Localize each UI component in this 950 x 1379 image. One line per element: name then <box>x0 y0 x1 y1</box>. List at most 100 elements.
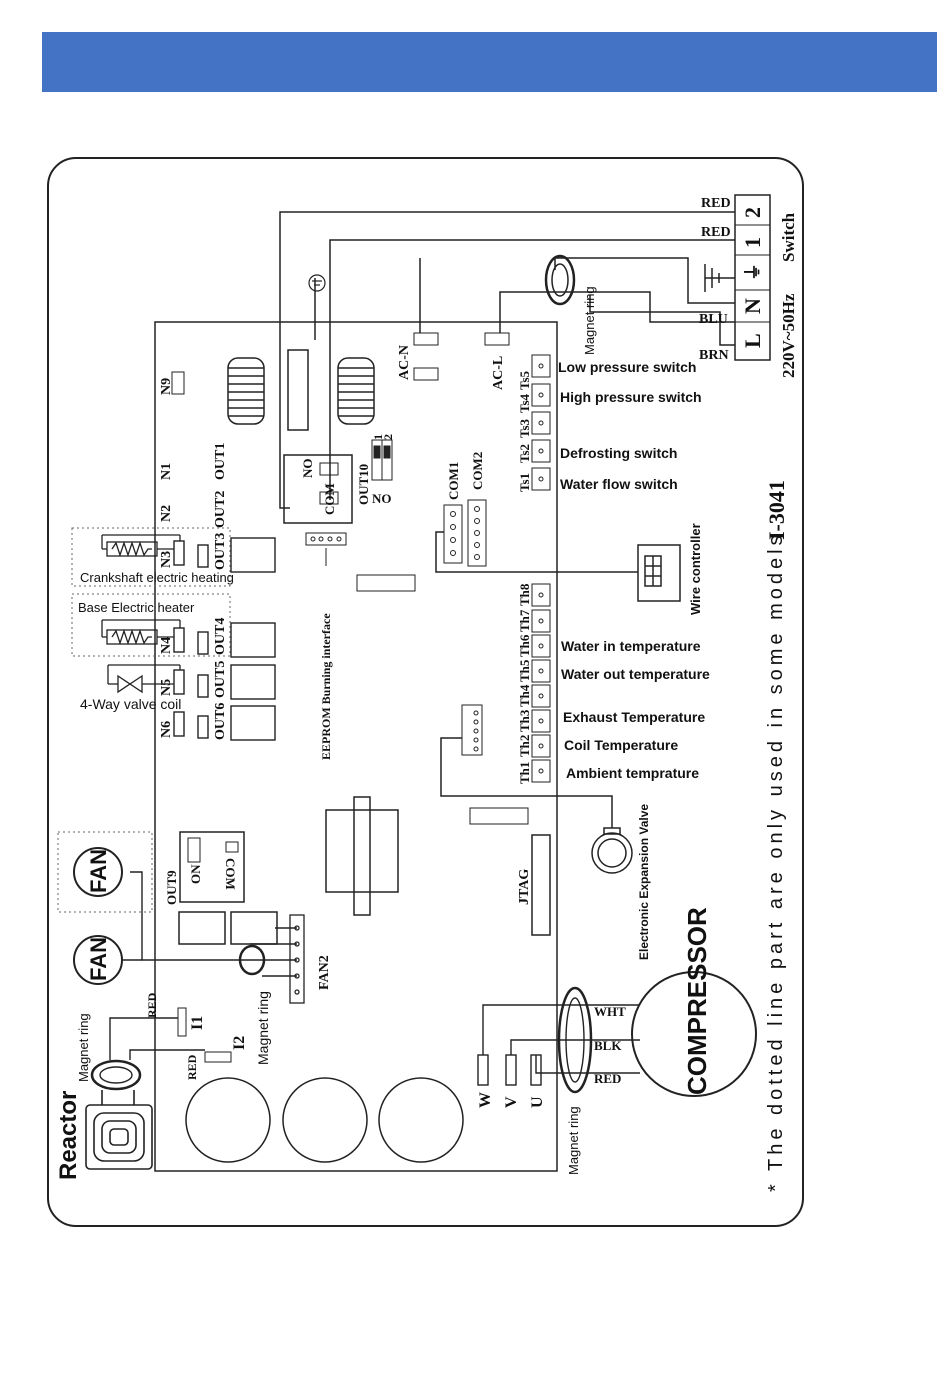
com2-connector <box>467 499 487 567</box>
optional-heaters <box>57 527 231 913</box>
com1-connector <box>443 504 463 564</box>
magnet-ring-label-fan: Magnet ring <box>255 991 271 1065</box>
out10-label: OUT10 <box>356 464 371 505</box>
wht-label: WHT <box>594 1004 626 1019</box>
base-heater-coil-icon <box>101 619 181 646</box>
n6-label: N6 <box>159 721 174 738</box>
th6-label: Th6 <box>517 634 532 657</box>
ac-l-connector <box>484 332 510 346</box>
four-way-valve-icon <box>107 664 181 694</box>
switch-high-pressure: High pressure switch <box>560 389 702 405</box>
n6-out6-group <box>173 705 276 741</box>
out9-com-label: COM <box>223 858 238 890</box>
ac-l-label: AC-L <box>491 356 506 390</box>
capacitor-2 <box>282 1077 368 1163</box>
terminal-1: 1 <box>740 237 765 248</box>
terminal-n: N <box>740 298 765 314</box>
magnet-ring-label-top: Magnet ring <box>582 286 597 355</box>
switch-label: Switch <box>779 212 798 262</box>
relay-block-2 <box>230 911 278 945</box>
terminal-l: L <box>740 333 765 348</box>
ground-icon-board <box>308 274 326 292</box>
i1-label: I1 <box>189 1016 206 1030</box>
th2-label: Th2 <box>517 735 532 757</box>
wire-blu: BLU <box>699 312 728 327</box>
fan-label-bottom: FAN <box>86 937 111 981</box>
terminal-2: 2 <box>740 207 765 218</box>
ts1-label: Ts1 <box>517 473 532 492</box>
ts5-label: Ts5 <box>517 370 532 390</box>
magnet-ring-compressor <box>557 986 593 1094</box>
n5-out5-group <box>173 664 276 700</box>
ac-n-label: AC-N <box>397 345 412 380</box>
wire-red-2: RED <box>701 225 731 240</box>
compressor-label: COMPRESSOR <box>682 907 712 1095</box>
switch-low-pressure: Low pressure switch <box>558 359 696 375</box>
ts4-label: Ts4 <box>517 393 532 413</box>
out1-label: OUT1 <box>213 443 228 480</box>
relay-com-label: COM <box>322 483 337 515</box>
wire-red-1: RED <box>701 196 731 211</box>
eeprom-label: EEPROM Burning interface <box>319 613 333 760</box>
th8-label: Th8 <box>517 583 532 606</box>
ts3-label: Ts3 <box>517 418 532 438</box>
n2-label: N2 <box>159 505 174 522</box>
red-wire-i2: RED <box>185 1054 199 1080</box>
model-number: I-3041 <box>764 480 789 540</box>
magnet-ring-label-compressor: Magnet ring <box>566 1106 581 1175</box>
ts2-label: Ts2 <box>517 444 532 463</box>
wire-brn: BRN <box>699 348 729 363</box>
out10-no-label: NO <box>372 491 392 506</box>
n4-label: N4 <box>159 637 174 654</box>
power-wiring <box>279 211 735 509</box>
capacitor-1 <box>185 1077 271 1163</box>
out9-label: OUT9 <box>164 870 179 905</box>
relay-block-1 <box>178 911 226 945</box>
eev-connector <box>461 704 483 756</box>
temp-coil: Coil Temperature <box>564 737 678 753</box>
wire-controller-label: Wire controller <box>688 523 703 615</box>
red-label-compressor: RED <box>594 1071 621 1086</box>
th4-label: Th4 <box>517 684 532 707</box>
magnet-ring-top <box>544 254 576 306</box>
magnet-ring-reactor <box>90 1059 142 1091</box>
ts-terminals <box>531 354 551 491</box>
i2-label: I2 <box>231 1036 248 1050</box>
th-terminals <box>531 583 551 783</box>
relay-out9 <box>179 831 245 903</box>
fan2-label: FAN2 <box>317 955 332 990</box>
mcu-chip <box>325 796 399 916</box>
ground-icon <box>704 264 720 292</box>
supply-label: 220V~50Hz <box>779 293 798 378</box>
w-label: W <box>477 1092 494 1108</box>
temp-exhaust: Exhaust Temperature <box>563 709 705 725</box>
out2-label: OUT2 <box>213 491 228 528</box>
choke-coil-2 <box>337 357 375 425</box>
fan-label-top: FAN <box>86 849 111 893</box>
com2-label: COM2 <box>470 452 485 490</box>
th1-label: Th1 <box>517 762 532 784</box>
fuse <box>287 349 309 431</box>
th5-label: Th5 <box>517 659 532 682</box>
heater-coil-icon <box>101 534 181 558</box>
magnet-ring-label-reactor: Magnet ring <box>76 1013 91 1082</box>
n3-out3-group <box>173 537 276 573</box>
blk-label: BLK <box>594 1038 622 1053</box>
relay-no-label: NO <box>300 459 315 479</box>
th3-label: Th3 <box>517 709 532 732</box>
temp-water-in: Water in temperature <box>561 638 701 654</box>
out6-label: OUT6 <box>213 703 228 740</box>
n5-label: N5 <box>159 679 174 696</box>
ac-n-connector <box>413 332 439 346</box>
terminal-ground: ⏚ <box>743 263 763 281</box>
fan-icon-top <box>73 847 123 897</box>
n9-terminal <box>171 371 185 395</box>
jtag-label: JTAG <box>517 869 532 905</box>
v-label: V <box>503 1096 520 1108</box>
wire-controller-icon <box>637 544 681 602</box>
n9-label: N9 <box>159 378 174 395</box>
crankshaft-heating-label: Crankshaft electric heating <box>80 570 234 585</box>
temp-water-out: Water out temperature <box>561 666 710 682</box>
reactor-label: Reactor <box>55 1091 82 1180</box>
